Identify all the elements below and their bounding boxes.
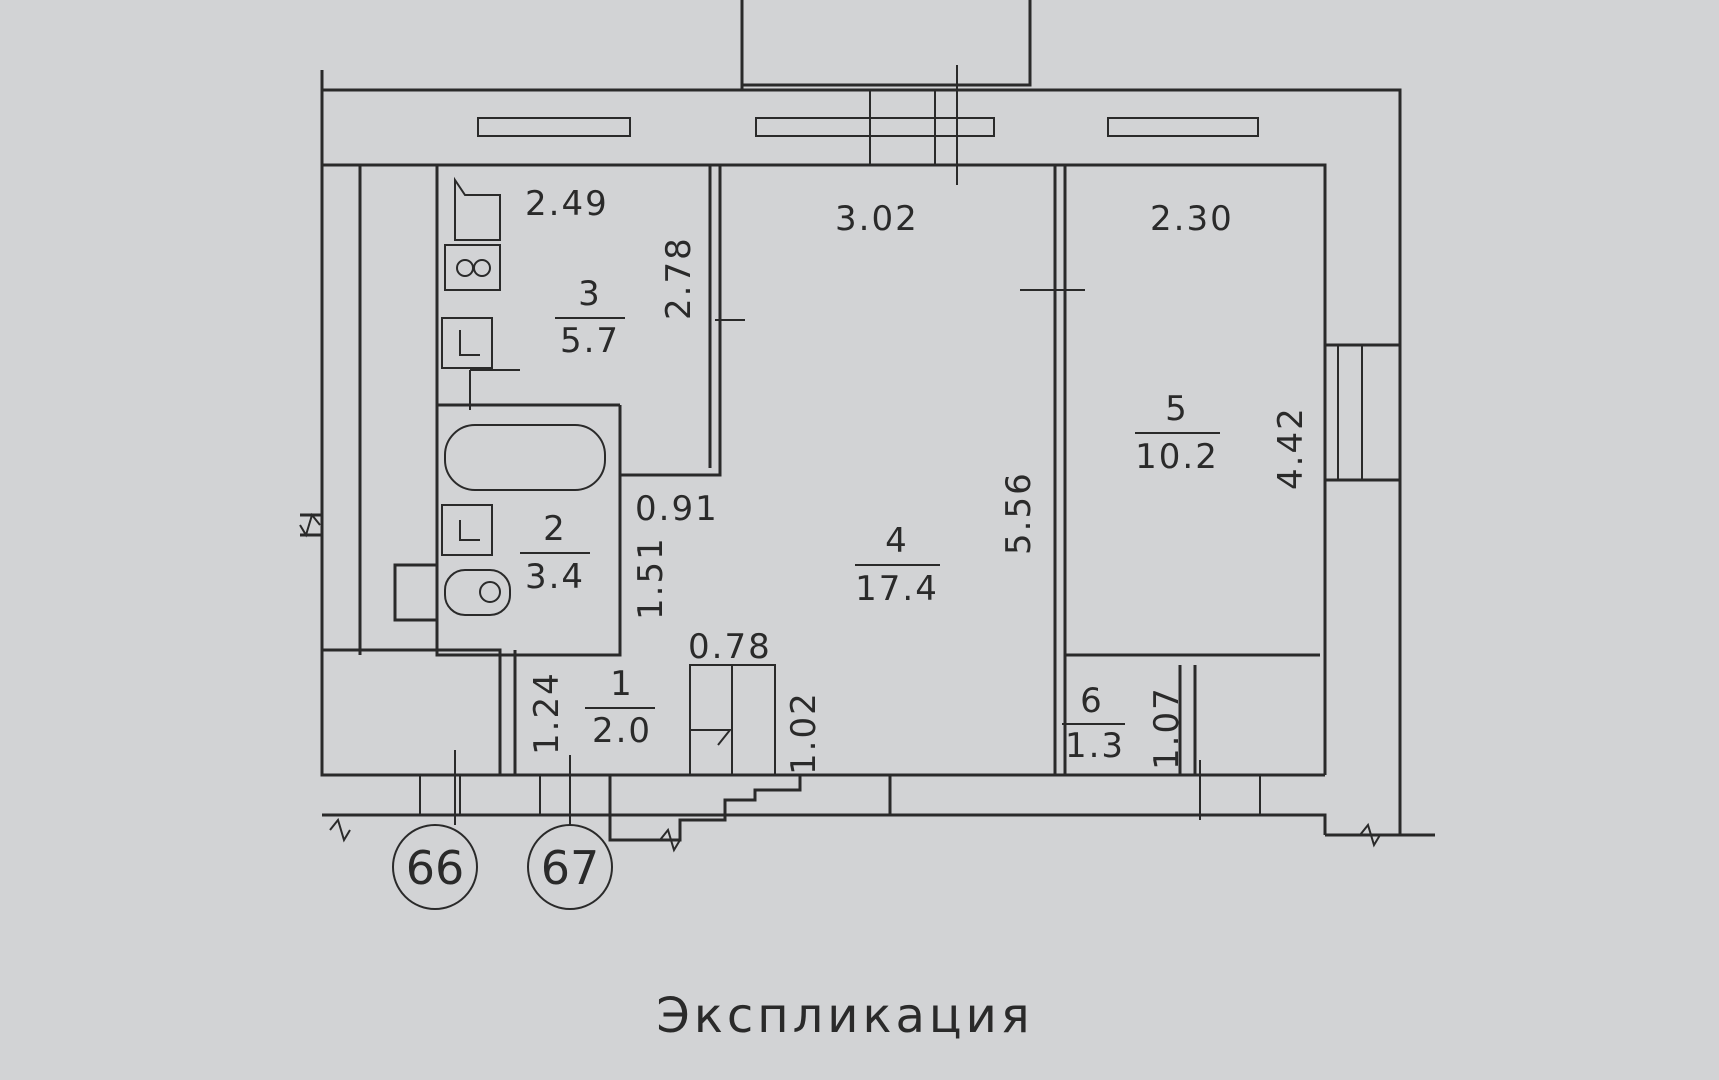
axis-label-66: 66 [406, 841, 465, 895]
plan-title: Экспликация [656, 988, 1033, 1044]
dim-bath-offset: 0.91 [635, 489, 719, 529]
room-5-number: 5 [1165, 389, 1189, 429]
dimension-labels: 2.49 3.02 2.30 0.91 0.78 2.78 5.56 4.42 … [525, 184, 1311, 775]
fixtures [441, 176, 606, 616]
dim-kitchen-depth: 2.78 [659, 236, 699, 320]
dim-closet-width: 0.78 [688, 627, 772, 667]
axis-circle-66 [392, 824, 478, 910]
dim-kitchen-width: 2.49 [525, 184, 609, 224]
entrance-steps [419, 760, 1261, 842]
closet [689, 664, 776, 776]
dim-living-width: 3.02 [835, 199, 919, 239]
dim-hall-depth: 1.24 [527, 671, 567, 755]
room-2-area: 3.4 [525, 557, 585, 597]
dim-closet-depth: 1.02 [784, 691, 824, 775]
room-labels: 3 5.7 2 3.4 4 17.4 5 10.2 1 2.0 6 1.3 [520, 274, 1220, 766]
room-3-number: 3 [578, 274, 602, 314]
dim-bedroom-depth: 4.42 [1271, 406, 1311, 490]
room-4-area: 17.4 [855, 569, 939, 609]
room-6-area: 1.3 [1065, 726, 1125, 766]
room-4-number: 4 [885, 521, 909, 561]
windows [477, 65, 1363, 481]
room-5-area: 10.2 [1135, 437, 1219, 477]
axis-label-67: 67 [541, 841, 600, 895]
room-1-area: 2.0 [592, 711, 652, 751]
room-3-area: 5.7 [560, 321, 620, 361]
dim-storage-depth: 1.07 [1147, 686, 1187, 770]
interior-walls [322, 165, 1320, 775]
dim-living-depth: 5.56 [999, 471, 1039, 555]
axis-markers: 66 67 [392, 750, 613, 910]
dim-bedroom-width: 2.30 [1150, 199, 1234, 239]
dim-bath-depth: 1.51 [631, 536, 671, 620]
room-1-number: 1 [610, 664, 634, 704]
outer-walls [299, 0, 1435, 853]
room-6-number: 6 [1080, 681, 1104, 721]
room-2-number: 2 [543, 509, 567, 549]
